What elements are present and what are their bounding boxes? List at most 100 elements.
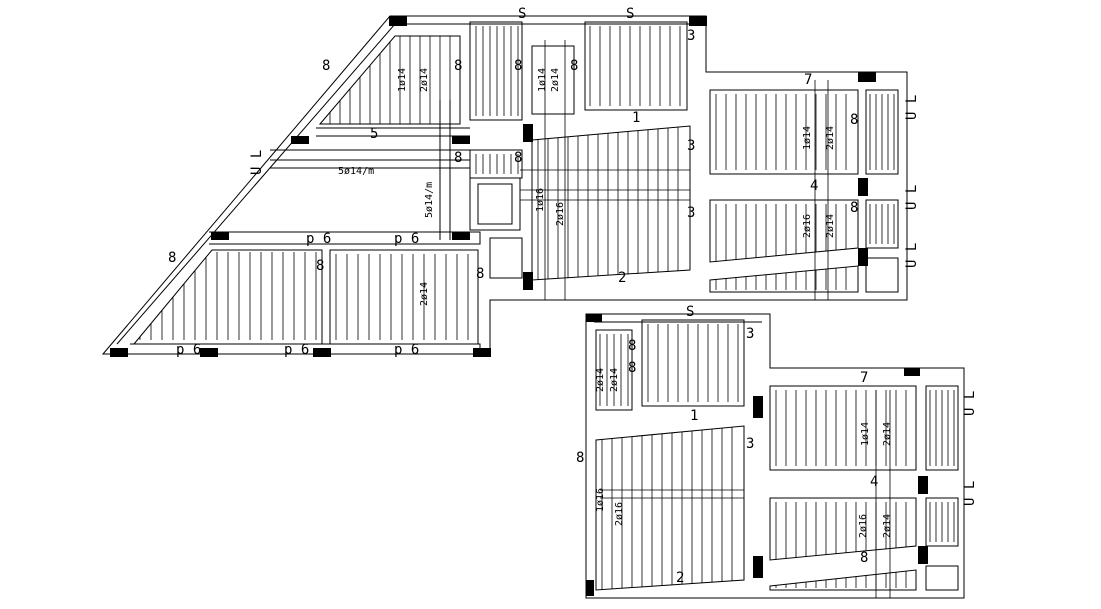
- label-8: 8: [322, 58, 330, 74]
- column: [523, 124, 533, 142]
- label-7: 7: [860, 370, 868, 386]
- label-8: 8: [850, 112, 858, 128]
- column: [858, 248, 868, 266]
- slab-panel-3a: [584, 21, 688, 111]
- upper-plan: S S 3 3 3 1 2 4 5 7 8 8 8 8 8 8 8 8 8 8 …: [101, 6, 920, 358]
- slab-panel-3b: [641, 319, 745, 407]
- label-3: 3: [687, 138, 695, 154]
- rebar-label: 1ø16: [535, 188, 546, 212]
- slab-panel-8d: [489, 237, 523, 279]
- label-1: 1: [632, 110, 640, 126]
- rebar-label: 1ø16: [595, 488, 606, 512]
- label-7: 7: [804, 72, 812, 88]
- column: [110, 348, 128, 357]
- label-8: 8: [514, 58, 522, 74]
- rebar-label: 2ø14: [882, 514, 893, 538]
- label-ul: U L: [962, 391, 978, 416]
- label-8: 8: [168, 250, 176, 266]
- label-3: 3: [687, 205, 695, 221]
- slab-panel-8j: [925, 497, 959, 547]
- rebar-label: 2ø14: [609, 368, 620, 392]
- column: [473, 348, 491, 357]
- slab-panel-4b: [769, 497, 917, 561]
- slab-panel-8e: [865, 89, 899, 175]
- label-8: 8: [454, 150, 462, 166]
- rebar-label: 1ø14: [860, 422, 871, 446]
- rebar-label: 2ø16: [858, 514, 869, 538]
- slab-panel-8b: [531, 45, 575, 115]
- label-5: 5: [370, 126, 378, 142]
- label-4: 4: [870, 474, 878, 490]
- rebar-label: 2ø16: [802, 214, 813, 238]
- label-p6: p 6: [176, 342, 201, 358]
- slab-panel-5: [318, 35, 461, 125]
- label-3: 3: [746, 326, 754, 342]
- rebar-label: 5ø14/m: [424, 182, 435, 218]
- rebar-label: 2ø14: [419, 68, 430, 92]
- slab-panel-8a: [469, 21, 523, 121]
- column: [753, 396, 763, 418]
- label-ul: U L: [962, 481, 978, 506]
- slab-panel-8g: [865, 257, 899, 293]
- column: [452, 136, 470, 144]
- rebar-label: 2ø14: [595, 368, 606, 392]
- label-2: 2: [618, 270, 626, 286]
- label-p6: p 6: [306, 231, 331, 247]
- slab-panel-1b: [595, 425, 745, 591]
- column: [389, 16, 407, 26]
- rebar-label: 2ø14: [825, 214, 836, 238]
- label-4: 4: [810, 178, 818, 194]
- column: [452, 232, 470, 240]
- column: [904, 368, 920, 376]
- label-ul: U L: [904, 95, 920, 120]
- column: [211, 232, 229, 240]
- rebar-label: 1ø14: [397, 68, 408, 92]
- slab-panel-2b: [769, 569, 917, 591]
- slab-panel-8k: [925, 565, 959, 591]
- label-8: 8: [850, 200, 858, 216]
- label-p6: p 6: [284, 342, 309, 358]
- label-2: 8: [860, 550, 868, 566]
- label-3: 3: [687, 28, 695, 44]
- column: [858, 178, 868, 196]
- rebar-label: 2ø14: [550, 68, 561, 92]
- label-s: S: [626, 6, 634, 22]
- label-8: 8: [454, 58, 462, 74]
- label-3: 3: [746, 436, 754, 452]
- label-8: 8: [576, 450, 584, 466]
- slab-panel-2: [709, 265, 859, 293]
- column: [858, 72, 876, 82]
- slab-panel-8h: [595, 329, 633, 411]
- rebar-label: 2ø16: [555, 202, 566, 226]
- slab-panel-8i: [925, 385, 959, 471]
- lower-plan: S 3 3 1 2 4 7 8 8 8 8 U L U L 2ø14 2ø14 …: [576, 304, 978, 599]
- label-2: 2: [676, 570, 684, 586]
- column: [918, 546, 928, 564]
- label-ul: U L: [904, 185, 920, 210]
- label-ul: U L: [249, 150, 265, 175]
- column: [586, 580, 594, 596]
- column: [523, 272, 533, 290]
- rebar-label: 2ø14: [419, 282, 430, 306]
- slab-panel-8c: [469, 149, 523, 179]
- label-8: 8: [628, 338, 636, 354]
- column: [753, 556, 763, 578]
- label-8: 8: [570, 58, 578, 74]
- rebar-label: 2ø14: [825, 126, 836, 150]
- slab-panel-p6a: [132, 249, 323, 345]
- slab-panel-8f: [865, 199, 899, 249]
- rebar-label: 1ø14: [537, 68, 548, 92]
- label-8: 8: [476, 266, 484, 282]
- label-ul: U L: [904, 243, 920, 268]
- slab-panel-1: [531, 125, 691, 281]
- label-s: S: [686, 304, 694, 320]
- slab-panel-7b: [769, 385, 917, 471]
- column: [586, 314, 602, 322]
- column: [689, 16, 707, 26]
- slab-panel-p6b: [329, 249, 479, 345]
- label-s: S: [518, 6, 526, 22]
- rebar-label: 5ø14/m: [338, 166, 374, 177]
- rebar-label: 2ø14: [882, 422, 893, 446]
- slab-panel-7: [709, 89, 859, 175]
